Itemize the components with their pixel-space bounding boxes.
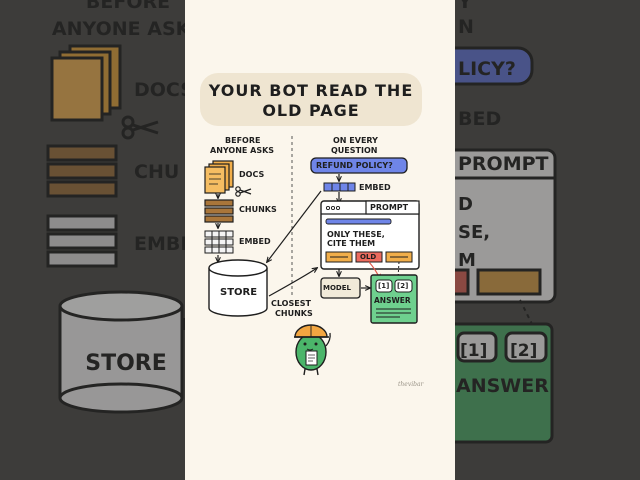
title-banner: YOUR BOT READ THE OLD PAGE xyxy=(200,73,422,126)
prompt-text-line-2: CITE THEM xyxy=(327,239,376,248)
docs-icon xyxy=(204,160,234,194)
bg-chunk-chip xyxy=(476,268,542,296)
bg-prompt-text: PROMPT xyxy=(458,153,549,175)
embed-vector-icon xyxy=(323,182,356,192)
bg-prompt-fragment-2: SE, xyxy=(458,222,490,243)
bg-prompt-fragment-1: D xyxy=(458,194,473,215)
bg-before-text: BEFORE xyxy=(86,0,170,13)
bg-question-top-text: Y xyxy=(457,0,472,13)
bg-docs-icon xyxy=(50,44,122,122)
right-header-line-2: QUESTION xyxy=(331,146,378,155)
bg-question-bottom-text: N xyxy=(458,16,474,38)
prompt-query-bar xyxy=(325,218,392,225)
prompt-title-tab xyxy=(365,200,420,215)
title-line-2: OLD PAGE xyxy=(262,101,360,120)
bg-anyone-asks-text: ANYONE ASKS xyxy=(52,18,204,40)
prompt-text-line-1: ONLY THESE, xyxy=(327,230,385,239)
store-cylinder xyxy=(208,259,268,317)
query-pill[interactable] xyxy=(310,157,408,174)
chunks-icon xyxy=(204,199,234,223)
right-header-line-1: ON EVERY xyxy=(333,136,378,145)
window-dot-icon xyxy=(335,205,341,211)
old-chip-label: OLD xyxy=(360,253,377,261)
signature: thevibar xyxy=(398,381,424,388)
mascot-character xyxy=(294,324,331,376)
window-dot-icon xyxy=(325,205,331,211)
embed-label: EMBED xyxy=(239,237,271,246)
bg-embed-icon xyxy=(46,214,118,268)
citation-1-label: [1] xyxy=(378,282,390,290)
closest-chunks-line-2: CHUNKS xyxy=(275,309,313,318)
bg-store-text: STORE xyxy=(85,351,167,376)
store-label: STORE xyxy=(220,287,258,298)
citation-chip-1 xyxy=(375,279,393,293)
bg-cite-1-text: [1] xyxy=(460,341,487,361)
answer-card xyxy=(370,274,418,324)
bg-scissors-icon xyxy=(121,115,159,140)
embed-right-label: EMBED xyxy=(359,183,391,192)
left-header-line-1: BEFORE xyxy=(225,136,261,145)
chunks-label: CHUNKS xyxy=(239,205,277,214)
bg-cite-1 xyxy=(456,331,498,363)
query-to-store-arrow xyxy=(267,190,322,262)
bg-cite-2-text: [2] xyxy=(510,341,537,361)
bg-chunks-icon xyxy=(46,144,118,198)
closest-chunks-line-1: CLOSEST xyxy=(271,299,311,308)
answer-label: ANSWER xyxy=(374,296,411,305)
model-label: MODEL xyxy=(323,284,351,292)
bg-answer-text: ANSWER xyxy=(456,375,549,397)
title-line-1: YOUR BOT READ THE xyxy=(208,81,414,100)
bg-chunks-text: CHU xyxy=(134,161,179,183)
scissors-icon xyxy=(235,186,252,197)
bg-prompt-fragment-3: M xyxy=(458,250,476,271)
model-box xyxy=(320,277,361,299)
prompt-window xyxy=(320,200,420,270)
bg-embed-right-text: BED xyxy=(458,108,501,130)
bg-store-icon xyxy=(58,290,184,414)
left-header-line-2: ANYONE ASKS xyxy=(210,146,275,155)
window-dot-icon xyxy=(330,205,336,211)
query-text: REFUND POLICY? xyxy=(316,161,393,170)
bg-cite-2 xyxy=(504,331,548,363)
closest-chunks-arrow xyxy=(268,268,317,297)
bg-query-text: LICY? xyxy=(458,58,516,80)
bg-docs-text: DOCS xyxy=(134,79,194,101)
citation-chip-2 xyxy=(394,279,413,293)
docs-label: DOCS xyxy=(239,170,265,179)
prompt-title: PROMPT xyxy=(370,203,409,212)
diagram-panel: YOUR BOT READ THE OLD PAGE xyxy=(185,0,455,480)
citation-2-label: [2] xyxy=(397,282,409,290)
embed-grid-icon xyxy=(204,230,234,254)
diagram-drawing xyxy=(204,136,420,376)
